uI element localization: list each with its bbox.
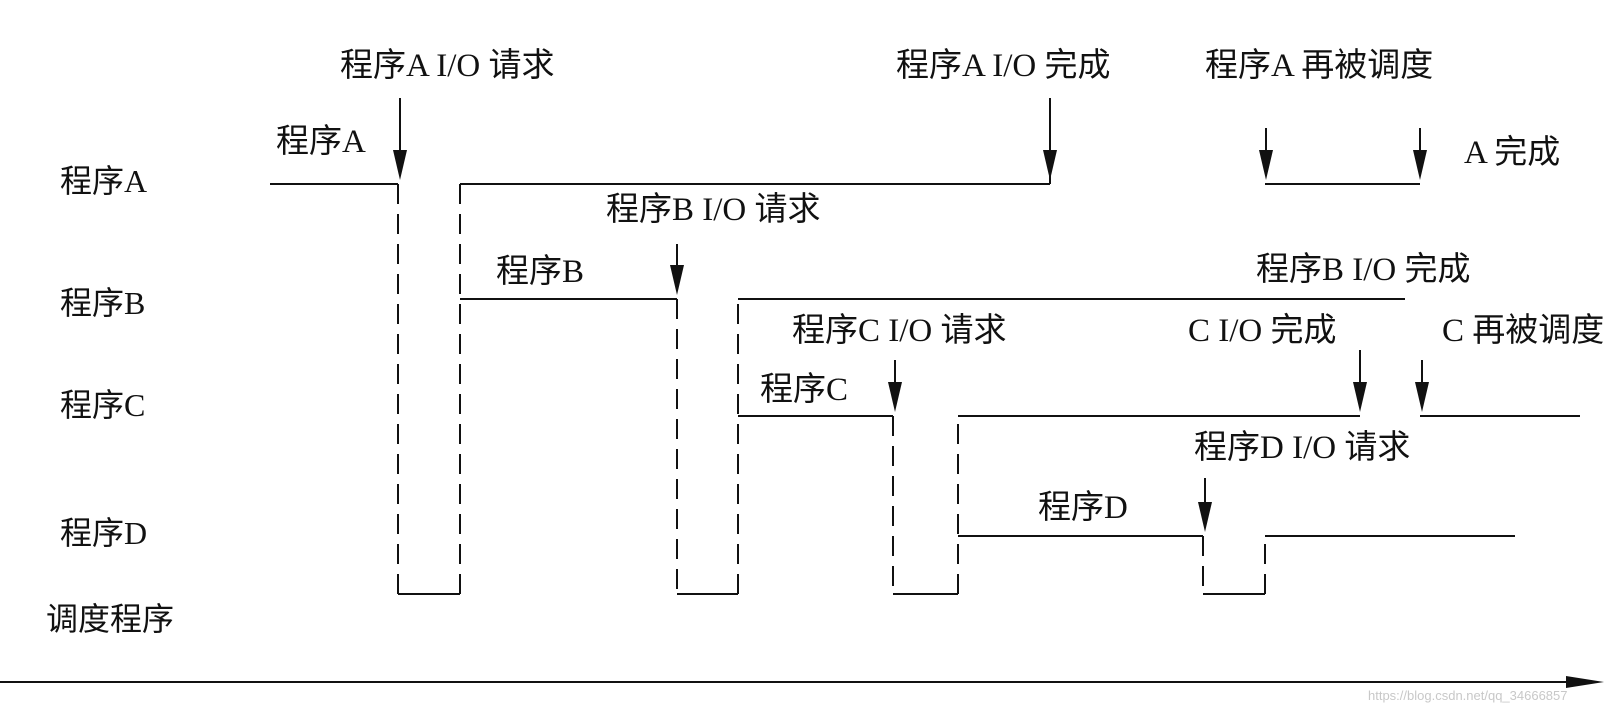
event-label-c-rescheduled: C 再被调度 bbox=[1442, 312, 1604, 349]
arrow-a-io-complete bbox=[1043, 98, 1057, 180]
scheduler-switches bbox=[397, 184, 1266, 595]
event-label-a-complete: A 完成 bbox=[1464, 134, 1560, 171]
row-label-d: 程序D bbox=[60, 515, 147, 551]
arrow-d-io-request bbox=[1198, 478, 1212, 532]
event-label-a-rescheduled: 程序A 再被调度 bbox=[1205, 47, 1433, 84]
event-label-b-io-complete: 程序B I/O 完成 bbox=[1256, 251, 1471, 288]
event-label-c-io-request: 程序C I/O 请求 bbox=[792, 312, 1007, 349]
row-label-a: 程序A bbox=[60, 163, 147, 199]
arrow-b-io-request bbox=[670, 244, 684, 295]
event-label-b-io-request: 程序B I/O 请求 bbox=[606, 191, 821, 228]
segment-label-c: 程序C bbox=[760, 371, 848, 408]
row-label-b: 程序B bbox=[60, 285, 145, 321]
event-label-c-io-complete: C I/O 完成 bbox=[1188, 312, 1337, 349]
event-label-d-io-request: 程序D I/O 请求 bbox=[1194, 429, 1410, 466]
watermark-text: https://blog.csdn.net/qq_34666857 bbox=[1368, 688, 1568, 703]
event-label-a-io-request: 程序A I/O 请求 bbox=[340, 47, 555, 84]
time-axis bbox=[0, 676, 1604, 688]
segment-label-a: 程序A bbox=[276, 123, 366, 160]
event-label-a-io-complete: 程序A I/O 完成 bbox=[896, 47, 1111, 84]
arrow-a-io-request bbox=[393, 98, 407, 180]
row-label-scheduler: 调度程序 bbox=[46, 601, 174, 637]
arrow-c-io-request bbox=[888, 360, 902, 412]
time-axis-arrowhead bbox=[1566, 676, 1604, 688]
segment-label-b: 程序B bbox=[496, 253, 584, 290]
segment-label-d: 程序D bbox=[1038, 489, 1128, 526]
arrow-c-rescheduled bbox=[1415, 360, 1429, 412]
arrow-c-io-complete bbox=[1353, 350, 1367, 412]
row-label-c: 程序C bbox=[60, 387, 145, 423]
event-arrows bbox=[393, 98, 1429, 532]
timeline-a bbox=[270, 164, 1420, 185]
arrow-a-rescheduled bbox=[1259, 128, 1273, 180]
arrow-a-complete bbox=[1413, 128, 1427, 180]
